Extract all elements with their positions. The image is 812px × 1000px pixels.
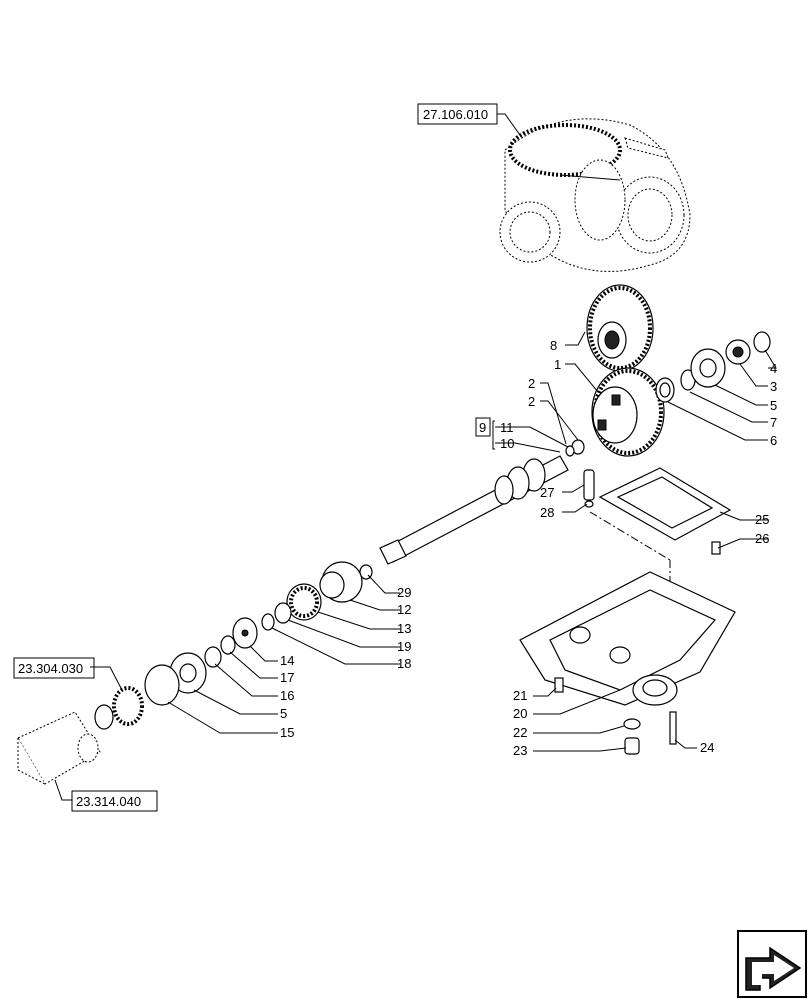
callout-5-left: 5 bbox=[280, 706, 287, 721]
callout-5-right: 5 bbox=[770, 398, 777, 413]
callout-numbers: 8 1 4 3 5 7 6 2 2 11 10 27 28 25 26 29 1… bbox=[280, 338, 777, 758]
navigation-arrow-icon[interactable] bbox=[737, 930, 807, 998]
callout-28: 28 bbox=[540, 505, 554, 520]
gear-8-drawing bbox=[586, 284, 654, 372]
leader-lines bbox=[54, 113, 777, 801]
callout-29: 29 bbox=[397, 585, 411, 600]
cover-plate-25 bbox=[598, 467, 732, 541]
group-box-label: 9 bbox=[479, 420, 486, 435]
callout-8: 8 bbox=[550, 338, 557, 353]
callout-15: 15 bbox=[280, 725, 294, 740]
group-bracket-9: 9 bbox=[475, 417, 495, 450]
callout-4: 4 bbox=[770, 361, 777, 376]
callout-13: 13 bbox=[397, 621, 411, 636]
rings-10-11 bbox=[565, 439, 585, 457]
callout-10: 10 bbox=[500, 436, 514, 451]
callout-12: 12 bbox=[397, 602, 411, 617]
callout-3: 3 bbox=[770, 379, 777, 394]
pin-27-washer-28 bbox=[583, 469, 595, 508]
ref-box-left-top[interactable]: 23.304.030 bbox=[13, 657, 95, 679]
callout-24: 24 bbox=[700, 740, 714, 755]
ref-label-left-top[interactable]: 23.304.030 bbox=[18, 661, 83, 676]
ref-box-left-bottom[interactable]: 23.314.040 bbox=[71, 790, 158, 812]
callout-1: 1 bbox=[554, 357, 561, 372]
reference-assembly-left bbox=[17, 686, 144, 785]
callout-2-upper: 2 bbox=[528, 376, 535, 391]
callout-27: 27 bbox=[540, 485, 554, 500]
ref-label-top[interactable]: 27.106.010 bbox=[423, 107, 488, 122]
ref-label-left-bottom[interactable]: 23.314.040 bbox=[76, 794, 141, 809]
shaft-parts-left bbox=[144, 561, 373, 706]
gear-1-drawing bbox=[591, 367, 665, 457]
callout-26: 26 bbox=[755, 531, 769, 546]
main-shaft-drawing bbox=[379, 455, 569, 565]
callout-20: 20 bbox=[513, 706, 527, 721]
housing-20 bbox=[519, 571, 736, 706]
ref-box-top[interactable]: 27.106.010 bbox=[417, 103, 498, 125]
callout-7: 7 bbox=[770, 415, 777, 430]
callout-25: 25 bbox=[755, 512, 769, 527]
callout-21: 21 bbox=[513, 688, 527, 703]
callout-11: 11 bbox=[500, 420, 514, 435]
callout-14: 14 bbox=[280, 653, 294, 668]
callout-17: 17 bbox=[280, 670, 294, 685]
bolt-26 bbox=[711, 541, 721, 555]
housing-fasteners bbox=[554, 677, 677, 755]
callout-6: 6 bbox=[770, 433, 777, 448]
callout-23: 23 bbox=[513, 743, 527, 758]
differential-assembly-drawing bbox=[499, 118, 691, 272]
bearing-parts-right bbox=[655, 331, 771, 403]
callout-2-lower: 2 bbox=[528, 394, 535, 409]
callout-16: 16 bbox=[280, 688, 294, 703]
callout-22: 22 bbox=[513, 725, 527, 740]
callout-18: 18 bbox=[397, 656, 411, 671]
callout-19: 19 bbox=[397, 639, 411, 654]
